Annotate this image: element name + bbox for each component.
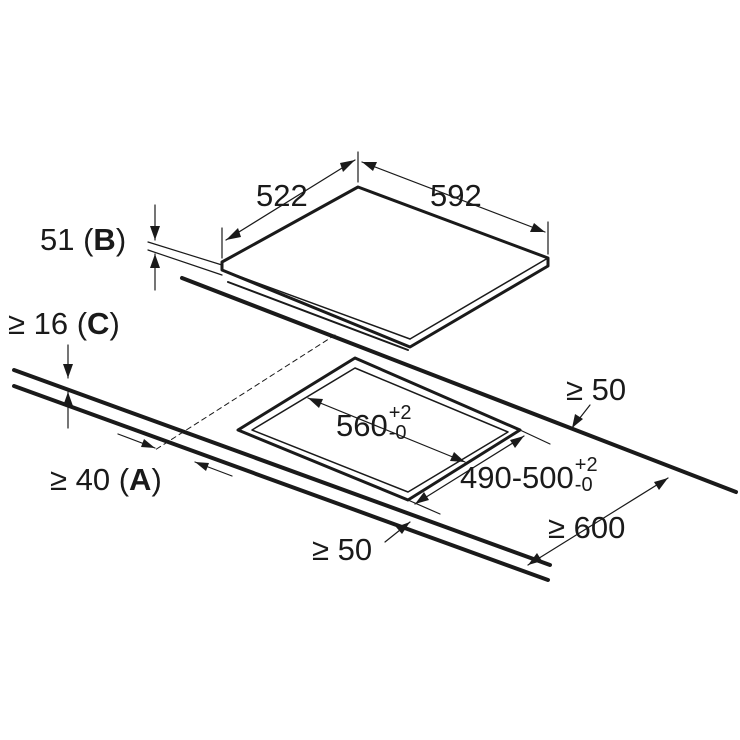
dim-50-bottom-label: ≥ 50 [312, 532, 373, 567]
dim-b-label: 51 (B) [40, 222, 127, 257]
dim-490-value: 490-500 [460, 460, 574, 495]
arrowhead-50-bottom [396, 522, 410, 534]
arrowhead-c-bottom [63, 392, 73, 406]
arrowhead-560-a [308, 398, 323, 408]
projection-dashed [154, 334, 336, 451]
dim-560-value: 560 [336, 408, 388, 443]
dim-490-tol-upper: +2 [574, 454, 598, 476]
dim-560-line [307, 397, 466, 463]
dim-490-ext-b [407, 499, 441, 515]
arrowhead-522-b [340, 160, 355, 172]
dim-c-ref: C [87, 306, 110, 341]
dim-490-label: 490-500+2-0 [460, 455, 598, 498]
arrowhead-a-right [195, 462, 209, 471]
worktop-back-edge [180, 276, 738, 494]
arrowhead-592-b [530, 223, 545, 232]
dim-50-right-label: ≥ 50 [566, 372, 627, 407]
dim-600-line [527, 477, 669, 566]
dim-560-label: 560+2-0 [336, 403, 412, 446]
dim-600-label: ≥ 600 [548, 510, 626, 545]
dim-b-value: 51 [40, 222, 75, 257]
arrowhead-522-a [226, 228, 241, 240]
dim-560-tol-lower: -0 [388, 422, 407, 444]
dim-560-tol-upper: +2 [388, 402, 412, 424]
arrowhead-592-a [362, 162, 377, 171]
dim-490-tolerance: +2-0 [574, 455, 598, 498]
arrowhead-50-right [572, 414, 583, 428]
dim-490-tol-lower: -0 [574, 474, 593, 496]
dim-522-label: 522 [256, 178, 308, 213]
arrowhead-600-b [528, 553, 542, 565]
dim-b-ext-bottom [147, 249, 223, 276]
dim-522-line [225, 159, 356, 241]
arrowhead-560-b [450, 452, 465, 462]
arrowhead-c-top [63, 364, 73, 378]
worktop-front-edge-lower [12, 384, 550, 582]
dim-490-line [414, 435, 525, 505]
dim-c-label: ≥ 16 (C) [8, 306, 120, 341]
arrowhead-a-left [141, 439, 155, 448]
hob-plate-edge [221, 269, 411, 340]
dim-592-line [361, 161, 546, 233]
worktop-front-edge [12, 368, 552, 567]
dim-a-label: ≥ 40 (A) [50, 462, 162, 497]
arrowhead-490-a [510, 436, 524, 448]
dim-b-ref: B [93, 222, 116, 257]
hob-base-line [227, 281, 409, 351]
dim-592-label: 592 [430, 178, 482, 213]
dim-b-ext-top [147, 241, 223, 266]
dim-490-ext-a [519, 429, 551, 445]
dim-c-value: ≥ 16 [8, 306, 69, 341]
cutout-inner [251, 367, 509, 493]
hob-plate-edge-right [409, 257, 549, 340]
arrowhead-490-b [415, 492, 429, 504]
dim-560-tolerance: +2-0 [388, 403, 412, 446]
arrowhead-b-bottom [150, 254, 160, 268]
dim-a-value: ≥ 40 [50, 462, 111, 497]
arrowhead-600-a [654, 478, 668, 490]
dim-a-ref: A [129, 462, 152, 497]
arrowhead-b-top [150, 226, 160, 240]
